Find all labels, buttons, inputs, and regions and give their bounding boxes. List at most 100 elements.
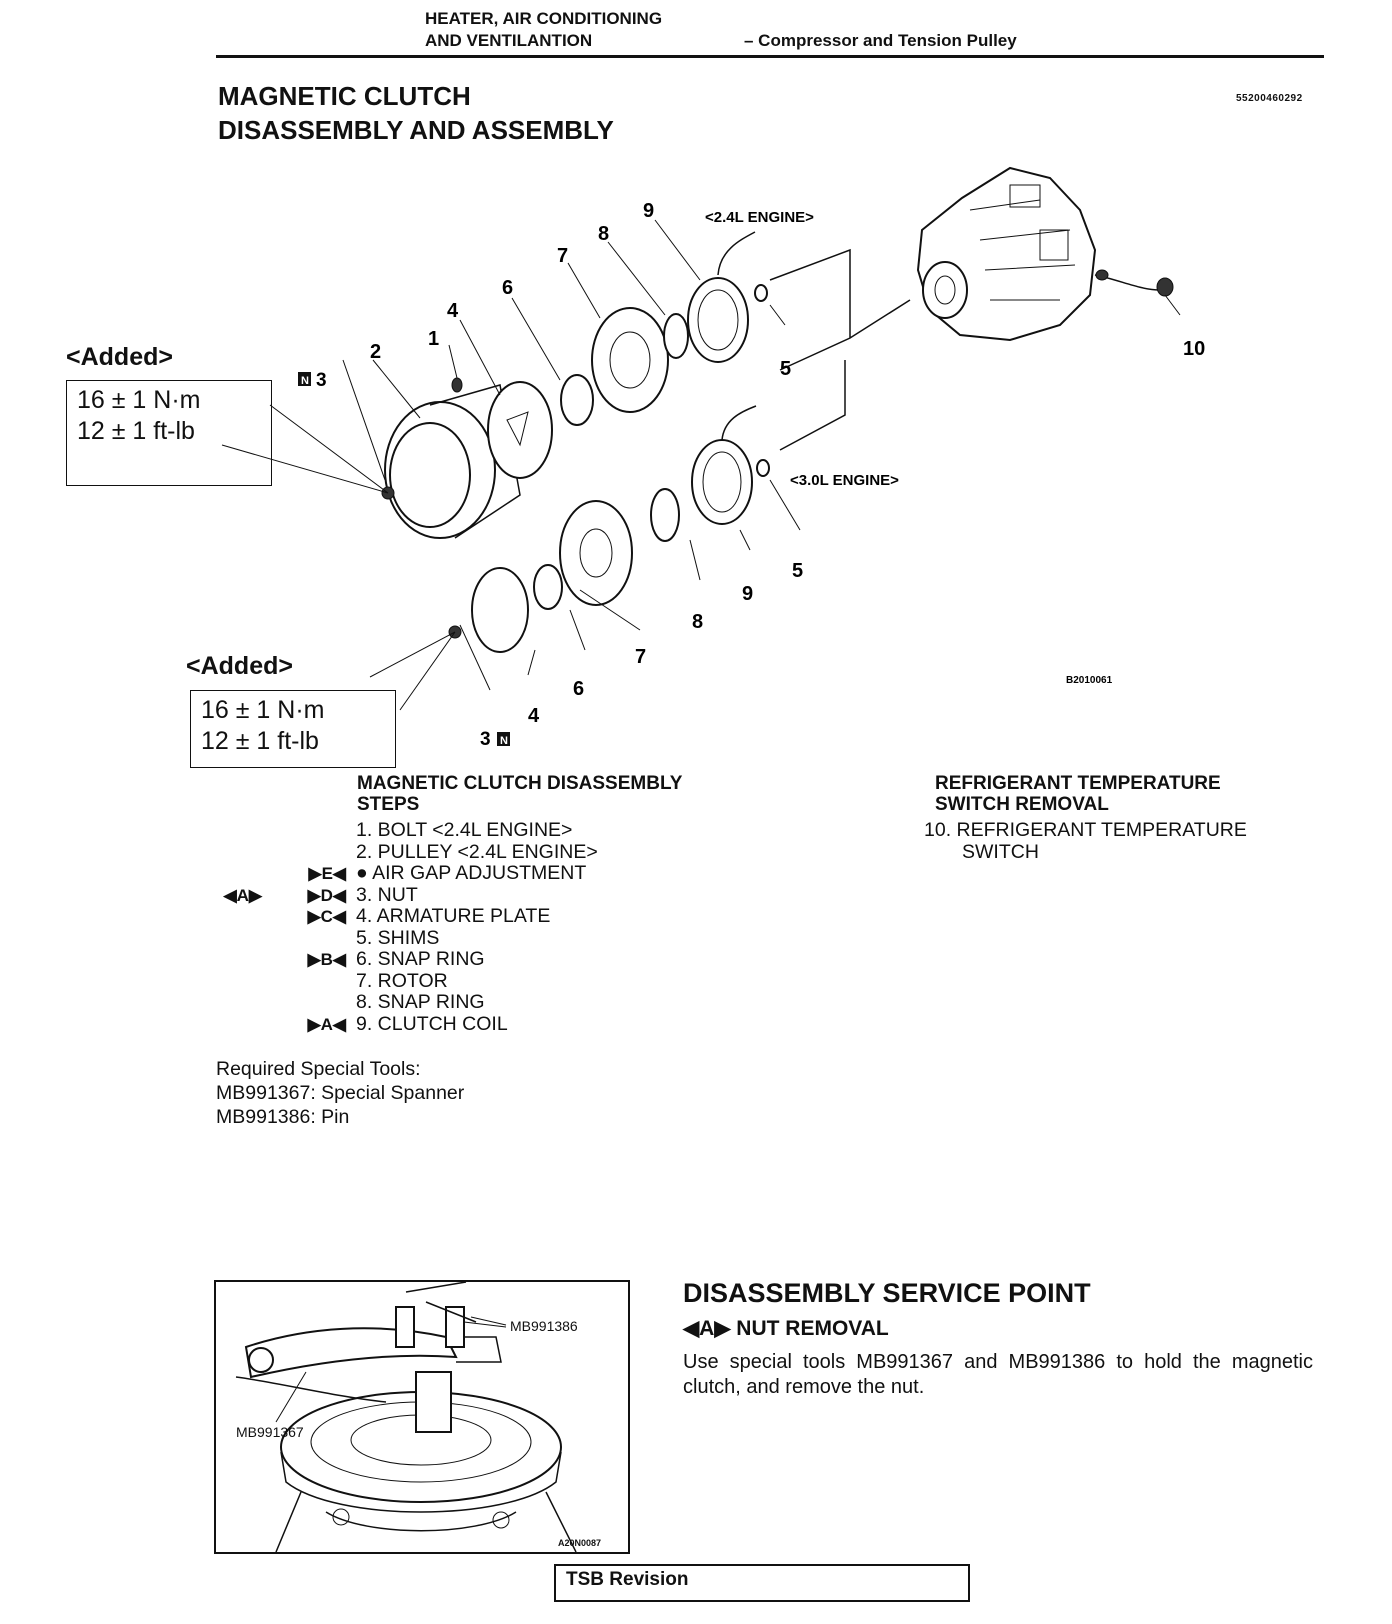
assembly-30l <box>448 405 770 653</box>
step-marker: ▶A◀ <box>307 1014 346 1034</box>
step-text: 6. SNAP RING <box>356 948 485 970</box>
removal-heading: REFRIGERANT TEMPERATURE SWITCH REMOVAL <box>935 773 1221 815</box>
photo-code: A20N0087 <box>558 1538 602 1548</box>
callout-6-bottom: 6 <box>573 678 584 700</box>
callout-2: 2 <box>370 341 381 363</box>
removal-item-line-1: 10. REFRIGERANT TEMPERATURE <box>924 819 1247 841</box>
step-row: ▶B◀ 6. SNAP RING <box>200 948 660 971</box>
section-line-1: HEATER, AIR CONDITIONING <box>425 9 663 28</box>
step-text: 7. ROTOR <box>356 969 448 992</box>
added-label-bottom: <Added> <box>186 652 293 680</box>
step-left-marker <box>200 820 262 842</box>
step-left-marker <box>200 842 262 864</box>
header-rule <box>216 55 1324 58</box>
engine-24-label: <2.4L ENGINE> <box>705 209 814 226</box>
n-mark-top <box>298 372 311 386</box>
step-left-marker <box>200 1014 262 1036</box>
callout-10: 10 <box>1183 338 1205 360</box>
section-title: HEATER, AIR CONDITIONING AND VENTILANTIO… <box>425 8 662 52</box>
step-marker <box>262 928 346 950</box>
step-text: 1. BOLT <2.4L ENGINE> <box>356 819 573 841</box>
step-text: 4. ARMATURE PLATE <box>356 905 551 927</box>
step-marker <box>262 971 346 993</box>
step-row: ▶A◀ 9. CLUTCH COIL <box>200 1012 660 1036</box>
step-text: 8. SNAP RING <box>356 991 485 1013</box>
step-text: 9. CLUTCH COIL <box>356 1012 508 1035</box>
torque-top-ftlb: 12 ± 1 ft-lb <box>77 417 195 445</box>
torque-box-bottom: 16 ± 1 N·m 12 ± 1 ft-lb <box>190 690 396 768</box>
n-mark-bottom <box>497 732 510 746</box>
callout-3-bottom: 3 <box>480 729 491 750</box>
doc-id: 55200460292 <box>1236 93 1303 104</box>
compressor-illustration <box>916 166 1174 342</box>
assembly-24l <box>381 231 768 539</box>
step-left-marker <box>200 992 262 1014</box>
step-text: 3. NUT <box>356 883 418 906</box>
tools-heading: Required Special Tools: <box>216 1058 421 1080</box>
step-marker <box>262 842 346 864</box>
step-marker <box>262 820 346 842</box>
step-row: 1. BOLT <2.4L ENGINE> <box>200 819 660 842</box>
callout-9-bottom: 9 <box>742 583 753 605</box>
callout-4-bottom: 4 <box>528 705 540 727</box>
removal-item-line-2: SWITCH <box>962 840 1039 863</box>
removal-item: 10. REFRIGERANT TEMPERATURE SWITCH <box>924 819 1247 863</box>
step-row: ▶C◀ 4. ARMATURE PLATE <box>200 905 660 928</box>
step-row: 5. SHIMS <box>200 926 660 950</box>
torque-bottom-ftlb: 12 ± 1 ft-lb <box>201 727 319 755</box>
step-left-marker <box>200 971 262 993</box>
step-marker: ▶C◀ <box>307 907 346 926</box>
step-row: ◀A▶ ▶D◀ 3. NUT <box>200 883 660 907</box>
photo-label-spanner: MB991367 <box>236 1424 304 1440</box>
callout-8-bottom: 8 <box>692 611 703 633</box>
page-title: MAGNETIC CLUTCH DISASSEMBLY AND ASSEMBLY <box>218 79 614 147</box>
photo-illustration <box>235 1282 577 1552</box>
exploded-diagram: 1 2 N 3 4 6 7 8 9 <2.4L ENGINE> 5 10 <3.… <box>221 166 1205 750</box>
engine-30-label: <3.0L ENGINE> <box>790 472 899 489</box>
step-marker: ▶B◀ <box>307 950 346 969</box>
step-text: 2. PULLEY <2.4L ENGINE> <box>356 840 598 863</box>
callout-9-top: 9 <box>643 200 654 222</box>
n-mark-bottom-text: N <box>500 735 508 747</box>
step-left-marker <box>200 928 262 950</box>
torque-bottom-nm: 16 ± 1 N·m <box>201 696 325 724</box>
removal-heading-line-1: REFRIGERANT TEMPERATURE <box>935 773 1221 794</box>
torque-box-top: 16 ± 1 N·m 12 ± 1 ft-lb <box>66 380 272 486</box>
callout-3-top: 3 <box>316 370 327 391</box>
callout-7-top: 7 <box>557 245 568 267</box>
tool-spanner: MB991367: Special Spanner <box>216 1082 465 1104</box>
callout-8-top: 8 <box>598 223 609 245</box>
callout-5-bottom: 5 <box>792 560 803 582</box>
step-left-marker: ◀A▶ <box>223 885 262 905</box>
torque-top-nm: 16 ± 1 N·m <box>77 386 201 414</box>
callout-1: 1 <box>428 328 439 350</box>
figure-code: B2010061 <box>1066 675 1113 686</box>
step-row: 7. ROTOR <box>200 969 660 993</box>
service-point-title: DISASSEMBLY SERVICE POINT <box>683 1278 1091 1308</box>
tool-pin: MB991386: Pin <box>216 1106 350 1128</box>
step-row: 8. SNAP RING <box>200 991 660 1014</box>
title-line-2: DISASSEMBLY AND ASSEMBLY <box>218 115 614 145</box>
step-left-marker <box>200 949 262 971</box>
service-point-subtitle: ◀A▶ NUT REMOVAL <box>683 1317 889 1340</box>
step-marker: ▶D◀ <box>307 885 346 905</box>
step-left-marker <box>200 863 262 885</box>
callout-6-top: 6 <box>502 277 513 299</box>
step-text: ● AIR GAP ADJUSTMENT <box>356 862 587 884</box>
callout-4-top: 4 <box>447 300 459 322</box>
steps-heading-line-1: MAGNETIC CLUTCH DISASSEMBLY <box>357 773 683 794</box>
section-line-2: AND VENTILANTION <box>425 31 593 50</box>
steps-list: 1. BOLT <2.4L ENGINE> 2. PULLEY <2.4L EN… <box>200 819 660 1036</box>
callout-5-top: 5 <box>780 358 791 380</box>
photo-label-pin: MB991386 <box>510 1318 578 1334</box>
service-photo: MB991386 MB991367 A20N0087 <box>214 1280 630 1554</box>
service-point-body: Use special tools MB991367 and MB991386 … <box>683 1351 1313 1398</box>
tsb-revision-box: TSB Revision <box>554 1564 970 1602</box>
step-row: ▶E◀● AIR GAP ADJUSTMENT <box>200 862 660 885</box>
section-subtitle: – Compressor and Tension Pulley <box>744 31 1017 50</box>
n-mark-top-text: N <box>301 375 309 387</box>
special-tools: Required Special Tools: MB991367: Specia… <box>216 1057 464 1129</box>
step-text: 5. SHIMS <box>356 926 440 949</box>
callout-7-bottom: 7 <box>635 646 646 668</box>
title-line-1: MAGNETIC CLUTCH <box>218 81 471 111</box>
